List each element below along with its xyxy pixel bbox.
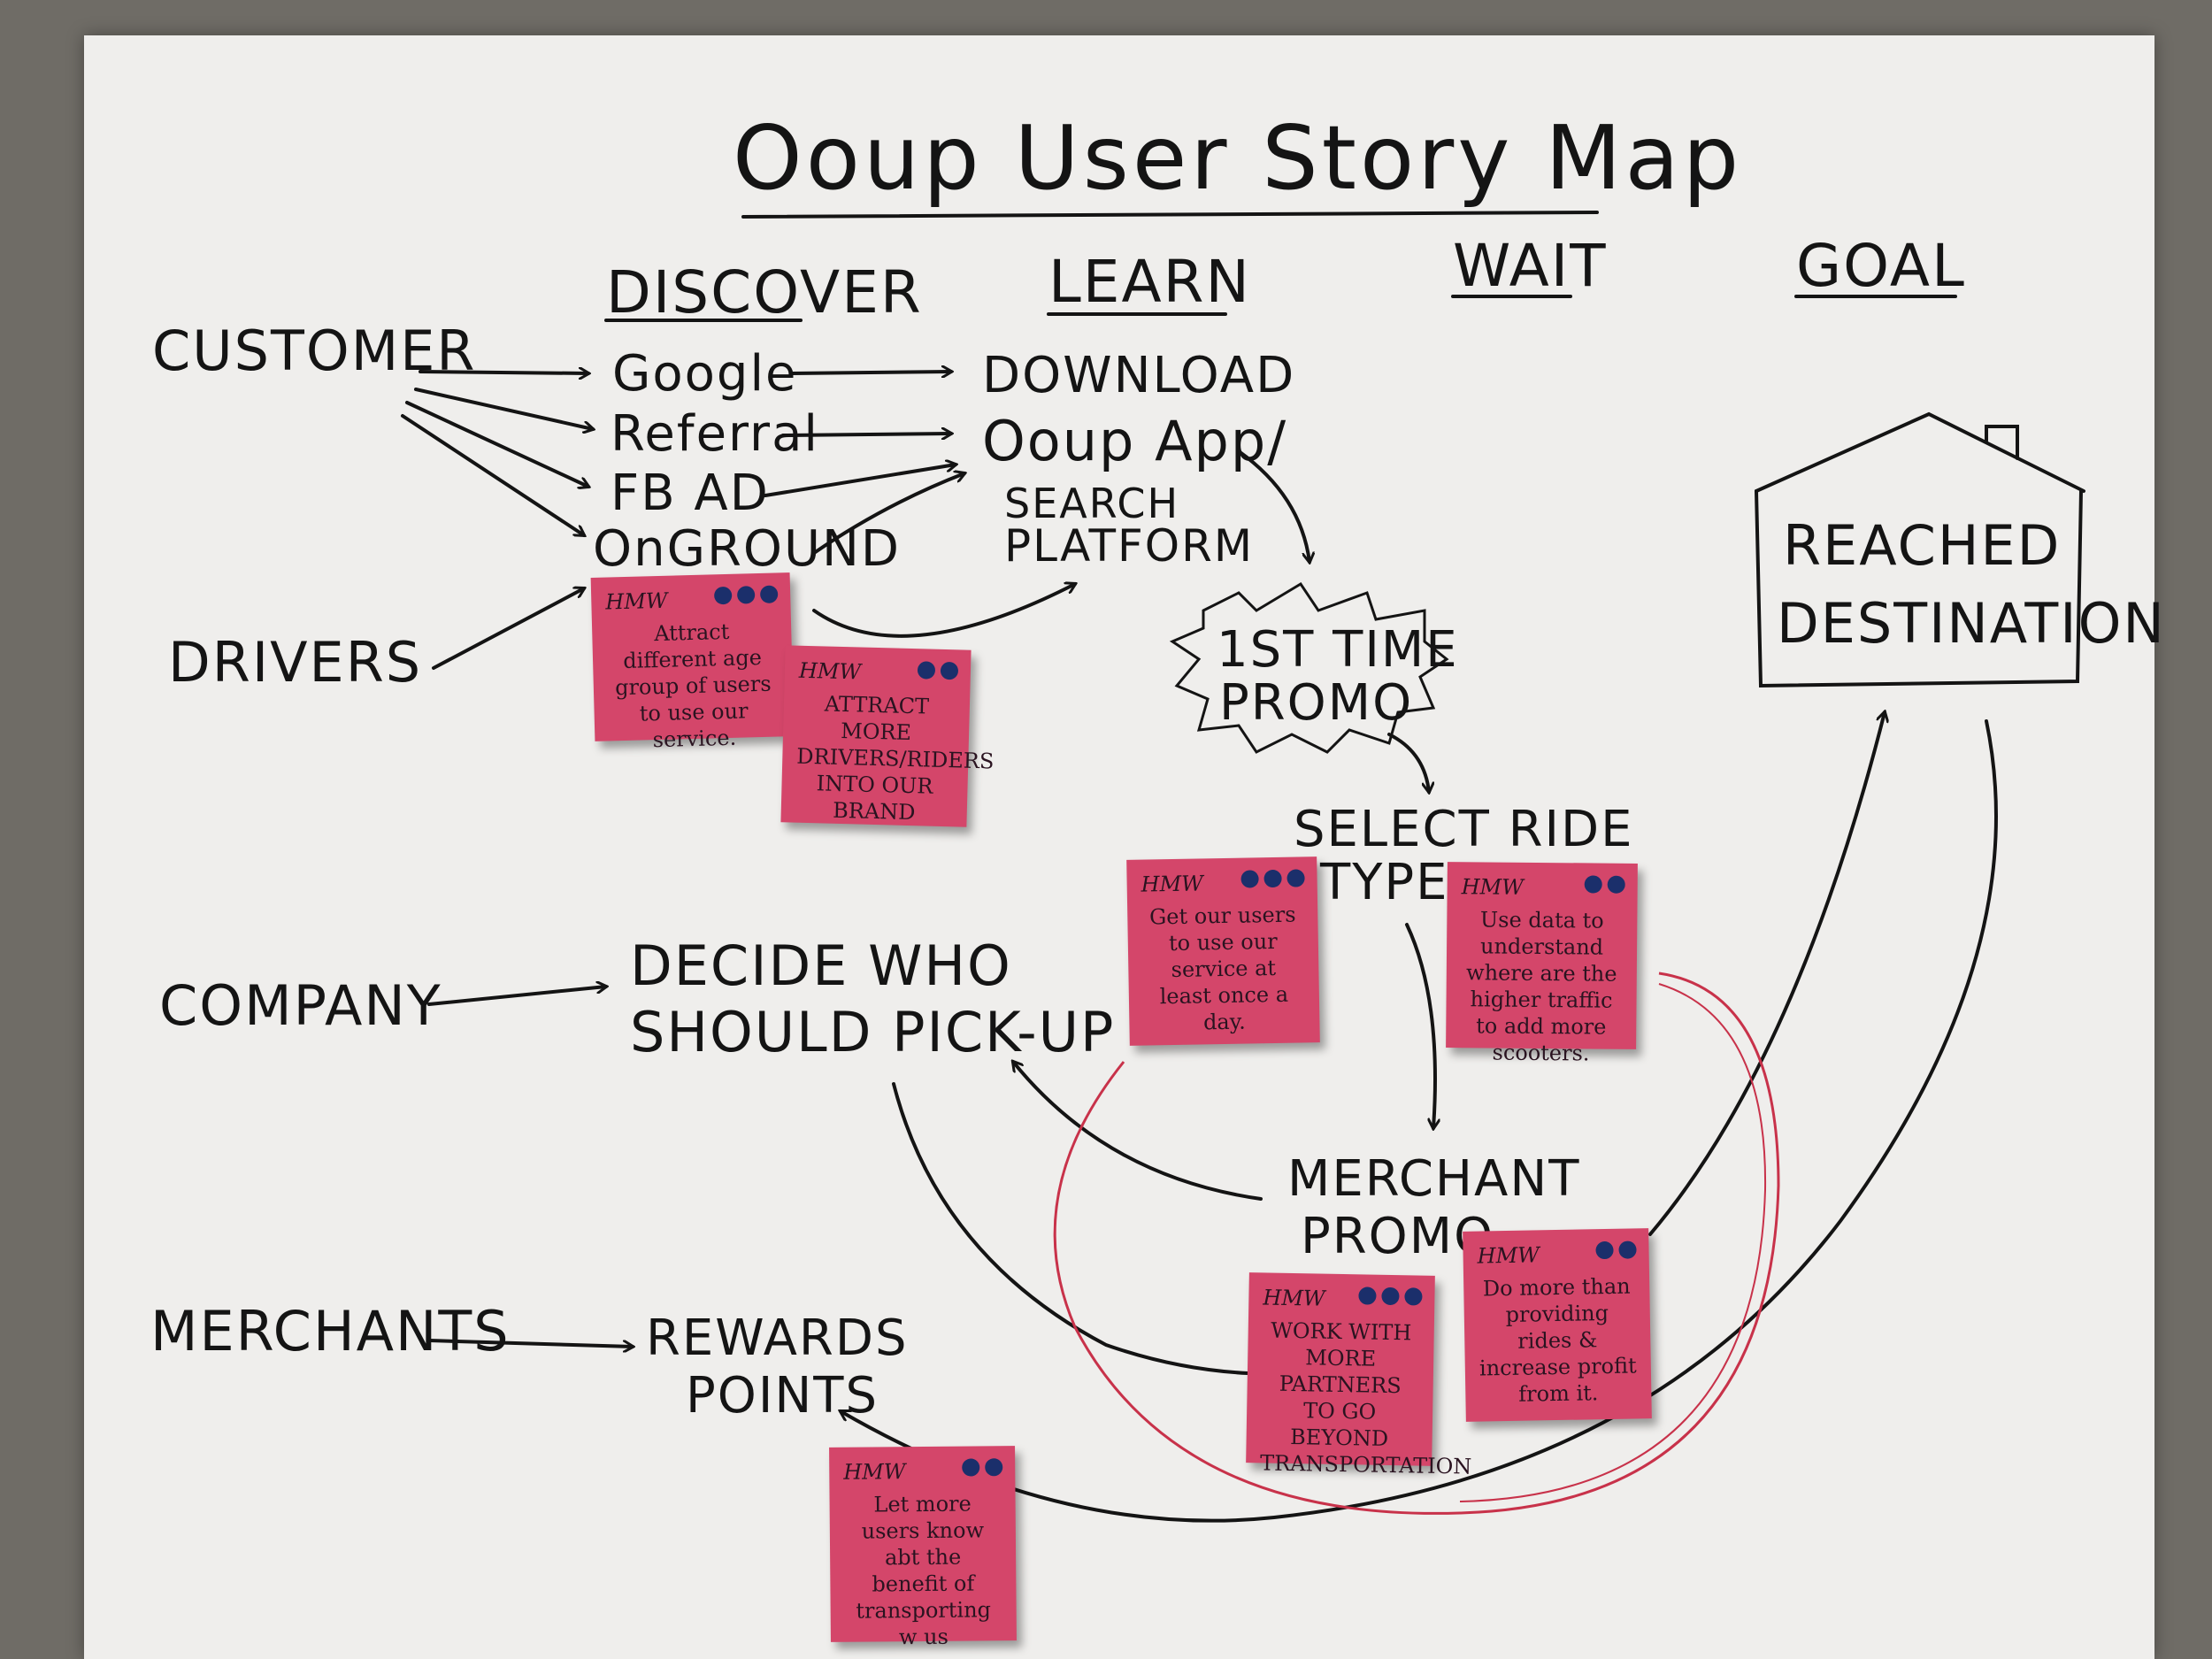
vote-dots (1240, 869, 1305, 888)
sticky-note-text: Attract different age group of users to … (614, 618, 772, 753)
actor-customer: CUSTOMER (152, 319, 477, 383)
merchant-promo-line1: MERCHANT (1287, 1150, 1581, 1208)
goal-line1: REACHED (1783, 513, 2062, 578)
select-ride-line2: TYPE (1320, 854, 1449, 911)
learn-app: Ooup App/ (982, 409, 1288, 473)
learn-search: SEARCH (1004, 480, 1180, 527)
vote-dot (1358, 1286, 1377, 1305)
house-body (1755, 489, 2083, 688)
arrow-customer-referral (414, 388, 593, 429)
paper-sheet (84, 35, 2154, 1659)
vote-dot (1286, 869, 1305, 887)
vote-dot (962, 1458, 980, 1477)
arrow-merchant-goal (1648, 712, 1885, 1236)
decide-line2: SHOULD PICK-UP (630, 1000, 1116, 1064)
vote-dots (1358, 1286, 1423, 1306)
learn-download: DOWNLOAD (982, 347, 1296, 404)
house-chimney (1985, 425, 2019, 460)
arrow-merchant-decide (1013, 1062, 1263, 1201)
arrow-onground-app (812, 473, 964, 555)
rewards-line2: POINTS (686, 1367, 879, 1425)
merchant-promo-line2: PROMO (1301, 1208, 1495, 1265)
vote-dot (1607, 875, 1625, 894)
vote-dot (985, 1458, 1003, 1477)
house-roof (1755, 411, 2085, 493)
vote-dot (940, 661, 959, 680)
sticky-note-text: ATTRACT MORE DRIVERS/RIDERS INTO OUR BRA… (796, 691, 995, 826)
arrow-discover-learn (812, 584, 1075, 638)
arrow-learn-promo (1237, 449, 1310, 562)
vote-dot (1263, 869, 1282, 888)
vote-dot (1595, 1240, 1614, 1260)
vote-dot (736, 586, 756, 604)
arrow-referral-app (781, 434, 951, 435)
vote-dot (759, 585, 779, 603)
sticky-note: HMW ATTRACT MORE DRIVERS/RIDERS INTO OUR… (780, 645, 995, 827)
sticky-note-text: Do more than providing rides & increase … (1479, 1273, 1637, 1407)
sticky-note: HMW Use data to understand where are the… (1446, 862, 1638, 1065)
arrow-customer-onground (401, 414, 584, 535)
line-decide-partners (892, 1082, 1249, 1375)
discover-onground: OnGROUND (593, 520, 901, 578)
sticky-note: HMW Get our users to use our service at … (1126, 856, 1320, 1046)
rewards-line1: REWARDS (646, 1310, 909, 1367)
actor-company: COMPANY (159, 973, 442, 1038)
learn-platform: PLATFORM (1004, 520, 1255, 572)
sticky-note: HMW Let more users know abt the benefit … (829, 1446, 1017, 1649)
column-goal: GOAL (1796, 232, 1966, 300)
decide-line1: DECIDE WHO (630, 933, 1012, 998)
column-discover: DISCOVER (606, 258, 923, 326)
red-loop (1053, 972, 1780, 1515)
discover-referral: Referral (611, 405, 819, 463)
arrow-drivers-onground (432, 588, 584, 670)
sticky-note-text: WORK WITH MORE PARTNERS TO GO BEYOND TRA… (1259, 1317, 1472, 1479)
vote-dot (1404, 1287, 1423, 1306)
first-time-promo-line2: PROMO (1219, 674, 1414, 732)
sticky-note: HMW Attract different age group of users… (590, 572, 795, 752)
sticky-note: HMW Do more than providing rides & incre… (1463, 1228, 1652, 1422)
arrow-fbad-app (764, 465, 956, 497)
page-title: Ooup User Story Map (733, 106, 1743, 210)
arrow-merchants-rewards (427, 1339, 633, 1347)
sticky-note-text: Let more users know abt the benefit of t… (856, 1491, 992, 1650)
vote-dots (1584, 875, 1625, 894)
arrow-select-merchant (1405, 923, 1435, 1128)
arrow-customer-google (419, 372, 588, 373)
vote-dots (713, 585, 779, 605)
sticky-note-text: Use data to understand where are the hig… (1465, 907, 1617, 1066)
column-learn: LEARN (1048, 248, 1251, 316)
vote-dot (917, 661, 936, 680)
first-time-promo-line1: 1ST TIME (1217, 621, 1459, 679)
vote-dot (1584, 875, 1602, 894)
goal-line2: DESTINATION (1777, 591, 2166, 656)
actor-drivers: DRIVERS (168, 630, 423, 695)
actor-merchants: MERCHANTS (150, 1299, 511, 1363)
vote-dots (917, 661, 959, 680)
vote-dot (1381, 1286, 1400, 1306)
arrow-promo-select (1387, 733, 1429, 792)
arrow-company-decide (427, 987, 606, 1006)
column-wait: WAIT (1453, 232, 1608, 300)
vote-dot (1618, 1240, 1637, 1259)
promo-burst-outline (1169, 581, 1449, 754)
select-ride-line1: SELECT RIDE (1294, 801, 1634, 858)
sticky-note-text: Get our users to use our service at leas… (1148, 902, 1296, 1035)
vote-dots (1595, 1240, 1637, 1260)
discover-google: Google (612, 345, 798, 403)
vote-dot (1240, 870, 1259, 888)
vote-dot (713, 586, 733, 605)
sticky-note: HMW WORK WITH MORE PARTNERS TO GO BEYOND… (1246, 1272, 1472, 1479)
arrow-customer-fbad (405, 401, 588, 487)
red-loop-inner (1459, 983, 1767, 1502)
vote-dots (962, 1458, 1003, 1477)
discover-fb-ad: FB AD (611, 465, 770, 522)
arrow-google-download (790, 372, 951, 373)
title-underline (741, 211, 1599, 219)
